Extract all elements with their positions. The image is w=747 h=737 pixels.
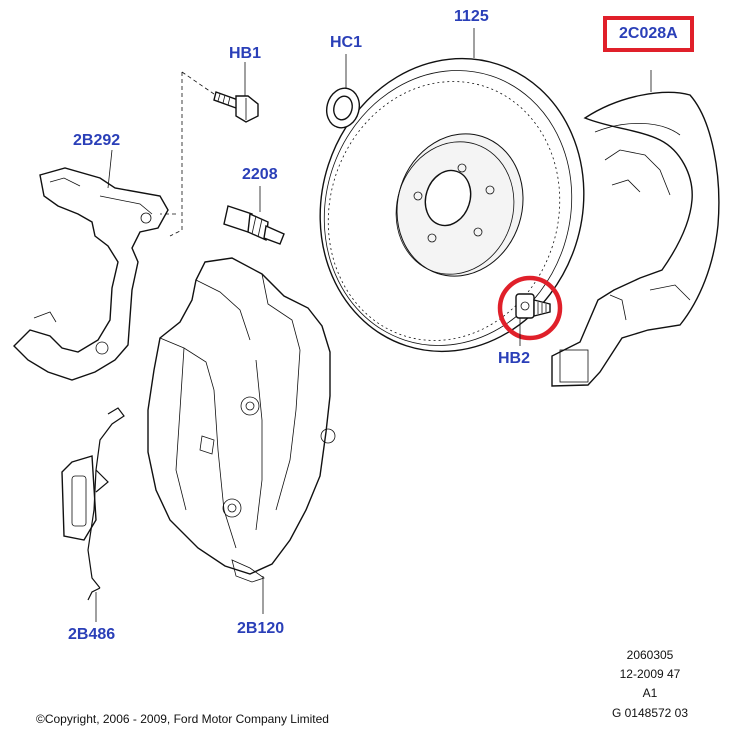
caliper-bracket-2b292 <box>13 167 169 381</box>
reference-code: G 0148572 03 <box>611 706 689 720</box>
callout-1125: 1125 <box>454 8 489 25</box>
washer-hc1 <box>326 87 360 129</box>
copyright-notice: ©Copyright, 2006 - 2009, Ford Motor Comp… <box>36 712 329 726</box>
callout-2b292: 2B292 <box>73 132 121 149</box>
bleed-screw-2208 <box>223 205 285 245</box>
brake-disc-1125 <box>319 57 585 353</box>
brake-caliper-2b120 <box>147 257 336 583</box>
hb1-alignment-leader <box>160 71 215 237</box>
callout-2b486: 2B486 <box>68 626 116 643</box>
reference-date: 12-2009 47 <box>619 667 681 681</box>
bolt-hb2 <box>497 275 563 341</box>
callout-2208: 2208 <box>242 166 278 183</box>
callout-leaders <box>95 28 652 622</box>
reference-number: 2060305 <box>626 648 674 662</box>
callout-2c028a: 2C028A <box>603 16 694 52</box>
bolt-hb1 <box>213 91 259 123</box>
callout-hb1: HB1 <box>229 45 262 62</box>
splash-shield-2c028a <box>551 91 720 387</box>
reference-revision: A1 <box>642 686 658 700</box>
callout-hc1: HC1 <box>330 34 363 51</box>
callout-hb2: HB2 <box>498 350 531 367</box>
callout-2b120: 2B120 <box>237 620 285 637</box>
anti-rattle-spring-2b486 <box>61 407 125 601</box>
